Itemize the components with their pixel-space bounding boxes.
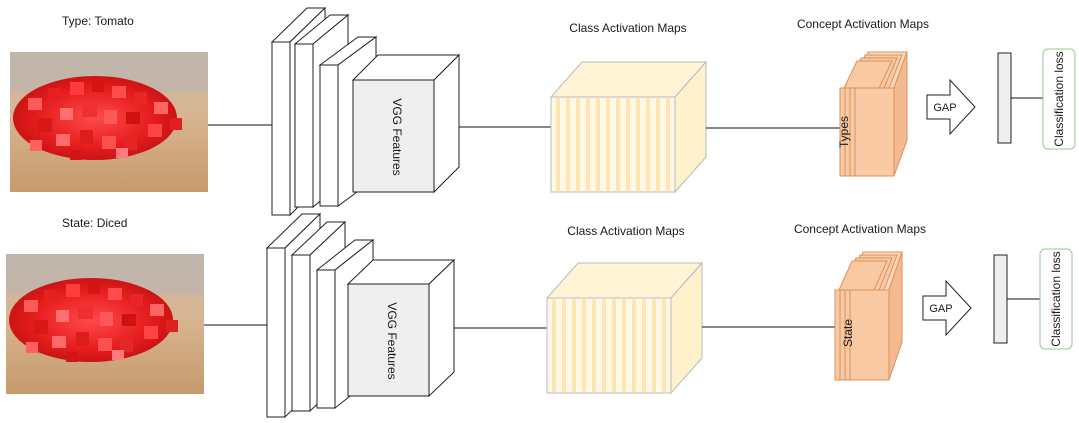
cam-stripe <box>602 299 606 392</box>
cam-stripes <box>552 299 666 392</box>
concept-title: Concept Activation Maps <box>794 222 926 236</box>
cam-cube <box>545 261 704 395</box>
gap-label: GAP <box>933 102 956 114</box>
cam-title: Class Activation Maps <box>567 224 684 238</box>
concept-label: State <box>841 319 855 347</box>
concept-label: Types <box>837 116 851 148</box>
cam-stripe <box>586 98 590 191</box>
cam-stripes <box>556 98 670 191</box>
concept-stack: State <box>834 251 903 381</box>
vgg-front-face <box>352 79 435 193</box>
image-label: Type: Tomato <box>62 14 134 28</box>
cam-stripe <box>666 98 670 191</box>
cam-stripe <box>622 299 626 392</box>
tomato-photo <box>6 254 204 394</box>
cam-cube <box>549 60 708 194</box>
gap-vector <box>993 254 1008 344</box>
concept-title: Concept Activation Maps <box>797 17 929 31</box>
cam-title: Class Activation Maps <box>569 21 686 35</box>
cam-front-face <box>546 297 672 394</box>
cam-stripe <box>626 98 630 191</box>
cam-stripe <box>596 98 600 191</box>
cam-stripe <box>662 299 666 392</box>
gap-arrow: GAP <box>922 279 972 337</box>
concept-stack: Types <box>837 51 908 177</box>
tomato-photo <box>10 52 208 192</box>
vgg-label: VGG Features <box>385 302 399 379</box>
cam-stripe <box>566 98 570 191</box>
cam-stripe <box>592 299 596 392</box>
gap-vector <box>997 52 1012 144</box>
cam-stripe <box>656 98 660 191</box>
cam-stripe <box>552 299 556 392</box>
vgg-backbone: VGG Features <box>265 212 456 419</box>
cam-stripe <box>606 98 610 191</box>
cam-stripe <box>556 98 560 191</box>
cam-stripe <box>636 98 640 191</box>
vgg-front-face <box>347 283 430 397</box>
image-label: State: Diced <box>62 216 127 230</box>
cam-stripe <box>576 98 580 191</box>
cam-stripe <box>562 299 566 392</box>
pipeline-state: State: Diced <box>6 212 1073 419</box>
diced-tomato-pile <box>9 278 178 362</box>
cam-stripe <box>582 299 586 392</box>
cam-stripe <box>652 299 656 392</box>
cam-stripe <box>572 299 576 392</box>
loss-label: Classification loss <box>1049 251 1063 346</box>
cam-stripe <box>642 299 646 392</box>
gap-label: GAP <box>929 303 952 315</box>
vgg-backbone: VGG Features <box>270 6 461 217</box>
diced-tomato-pile <box>13 76 182 160</box>
gap-arrow: GAP <box>926 78 976 136</box>
vgg-label: VGG Features <box>390 98 404 175</box>
pipeline-type: Type: Tomato <box>10 6 1076 217</box>
loss-label: Classification loss <box>1052 51 1066 146</box>
classification-loss-box: Classification loss <box>1039 248 1073 350</box>
cam-stripe <box>616 98 620 191</box>
cam-stripe <box>612 299 616 392</box>
classification-loss-box: Classification loss <box>1042 48 1076 150</box>
cam-front-face <box>550 96 676 193</box>
cam-stripe <box>646 98 650 191</box>
cam-stripe <box>632 299 636 392</box>
